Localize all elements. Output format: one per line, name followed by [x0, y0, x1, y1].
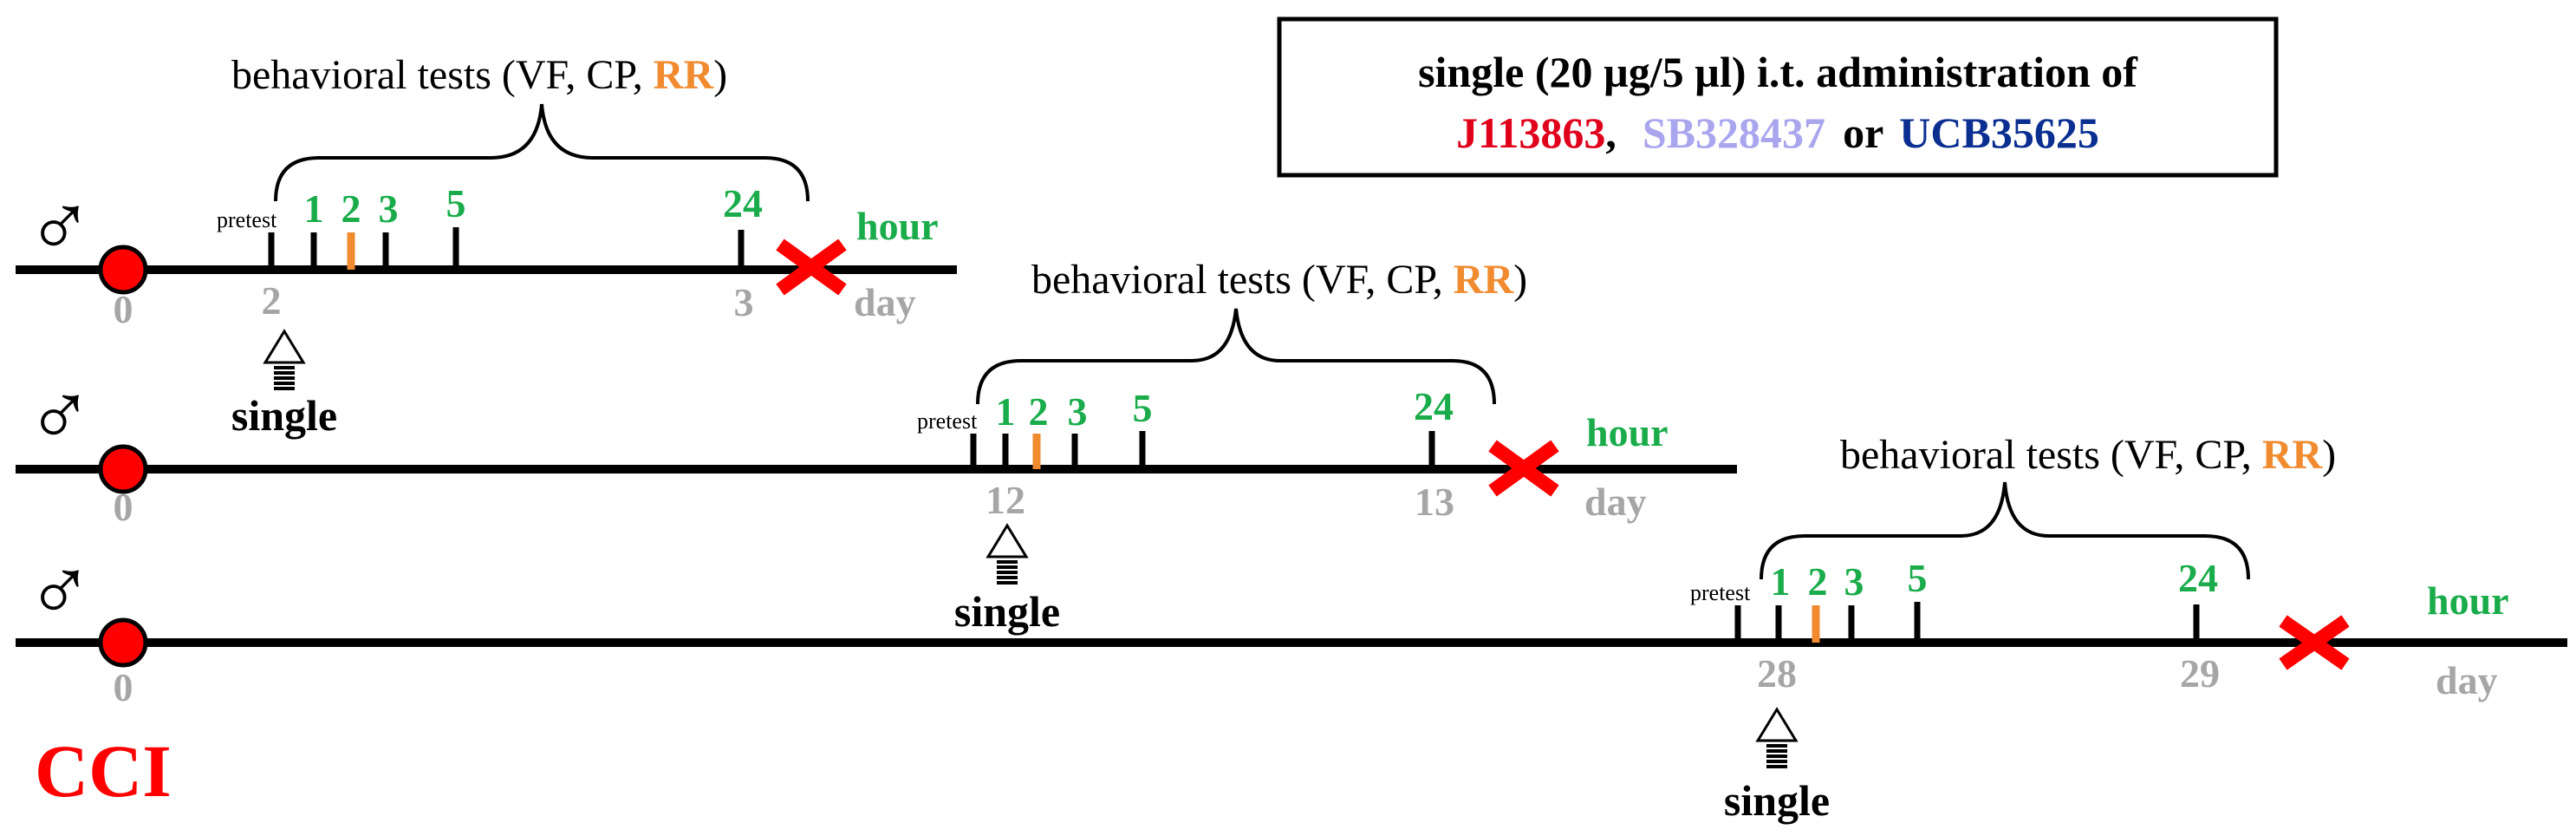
- brace-2: [976, 308, 1496, 405]
- timeline-2: ♂ pretest 1 2 3 5 24 hour 0 12 13 day be…: [16, 257, 1737, 636]
- legend-drug1: J113863: [1456, 108, 1605, 157]
- hour-label-2: 2: [342, 186, 361, 231]
- hour-label-3: 3: [379, 186, 399, 231]
- hour-unit-label: hour: [856, 204, 939, 248]
- single-label-1: single: [231, 391, 337, 440]
- behavioral-label-3: behavioral tests (VF, CP, RR): [1840, 432, 2336, 478]
- day-label-start: 2: [262, 278, 282, 323]
- day-label-start: 28: [1757, 651, 1797, 696]
- behavioral-label-2: behavioral tests (VF, CP, RR): [1031, 257, 1527, 303]
- hour-label-5: 5: [1133, 386, 1153, 430]
- day-label-end: 29: [2180, 651, 2220, 696]
- pretest-label: pretest: [217, 207, 277, 232]
- brace-3: [1760, 481, 2250, 580]
- cci-label: CCI: [35, 729, 172, 813]
- hour-unit-label: hour: [2427, 578, 2509, 623]
- legend-or: or: [1843, 108, 1883, 157]
- day-label-0: 0: [114, 287, 133, 331]
- single-arrow-2: [986, 523, 1029, 585]
- legend-drug2: SB328437: [1643, 108, 1825, 157]
- day-label-end: 3: [734, 280, 754, 324]
- legend-line2: J113863, SB328437 or UCB35625: [1456, 108, 2099, 157]
- timeline-3: ♂ pretest 1 2 3 5 24 hour 0 28 29 day be…: [16, 432, 2567, 825]
- hour-label-2: 2: [1029, 389, 1049, 434]
- end-cross-2: [1488, 440, 1559, 497]
- hour-label-2: 2: [1808, 559, 1828, 604]
- hour-label-1: 1: [304, 186, 324, 231]
- day-unit-label: day: [1584, 480, 1647, 524]
- pretest-label: pretest: [917, 408, 978, 434]
- hour-label-5: 5: [1908, 556, 1928, 600]
- hour-label-3: 3: [1068, 389, 1088, 434]
- hour-label-3: 3: [1844, 559, 1864, 604]
- legend-drug3: UCB35625: [1899, 108, 2099, 157]
- behavioral-label-1: behavioral tests (VF, CP, RR): [231, 52, 727, 98]
- hour-label-24: 24: [1414, 384, 1454, 428]
- legend-sep1: ,: [1605, 108, 1617, 157]
- male-symbol-1: ♂: [26, 177, 94, 277]
- single-arrow-3: [1755, 707, 1799, 768]
- timeline-1: ♂ pretest 1 2 3 5 24 hour 0 2 3 day beha…: [16, 52, 957, 440]
- single-label-3: single: [1724, 776, 1830, 825]
- timeline-2-start-marker: [98, 444, 148, 494]
- hour-label-24: 24: [2178, 556, 2218, 600]
- day-label-0: 0: [114, 485, 133, 529]
- timeline-3-start-marker: [98, 617, 148, 668]
- single-arrow-1: [263, 329, 306, 390]
- single-label-2: single: [954, 587, 1060, 636]
- legend-line1: single (20 µg/5 µl) i.t. administration …: [1418, 48, 2138, 96]
- male-symbol-2: ♂: [26, 366, 94, 466]
- day-unit-label: day: [2436, 658, 2498, 702]
- legend-box: [1277, 16, 2279, 178]
- hour-label-1: 1: [996, 389, 1016, 434]
- hour-label-5: 5: [446, 181, 466, 225]
- end-cross-1: [776, 238, 847, 296]
- male-symbol-3: ♂: [26, 541, 94, 641]
- day-label-0: 0: [114, 665, 133, 709]
- hour-unit-label: hour: [1586, 410, 1669, 454]
- day-unit-label: day: [854, 280, 916, 324]
- day-label-end: 13: [1415, 480, 1454, 524]
- day-label-start: 12: [986, 478, 1025, 522]
- timeline-1-start-marker: [98, 245, 148, 295]
- hour-label-1: 1: [1771, 559, 1791, 604]
- brace-1: [274, 103, 810, 202]
- end-cross-3: [2279, 615, 2350, 670]
- pretest-label: pretest: [1690, 580, 1751, 605]
- hour-label-24: 24: [723, 181, 763, 225]
